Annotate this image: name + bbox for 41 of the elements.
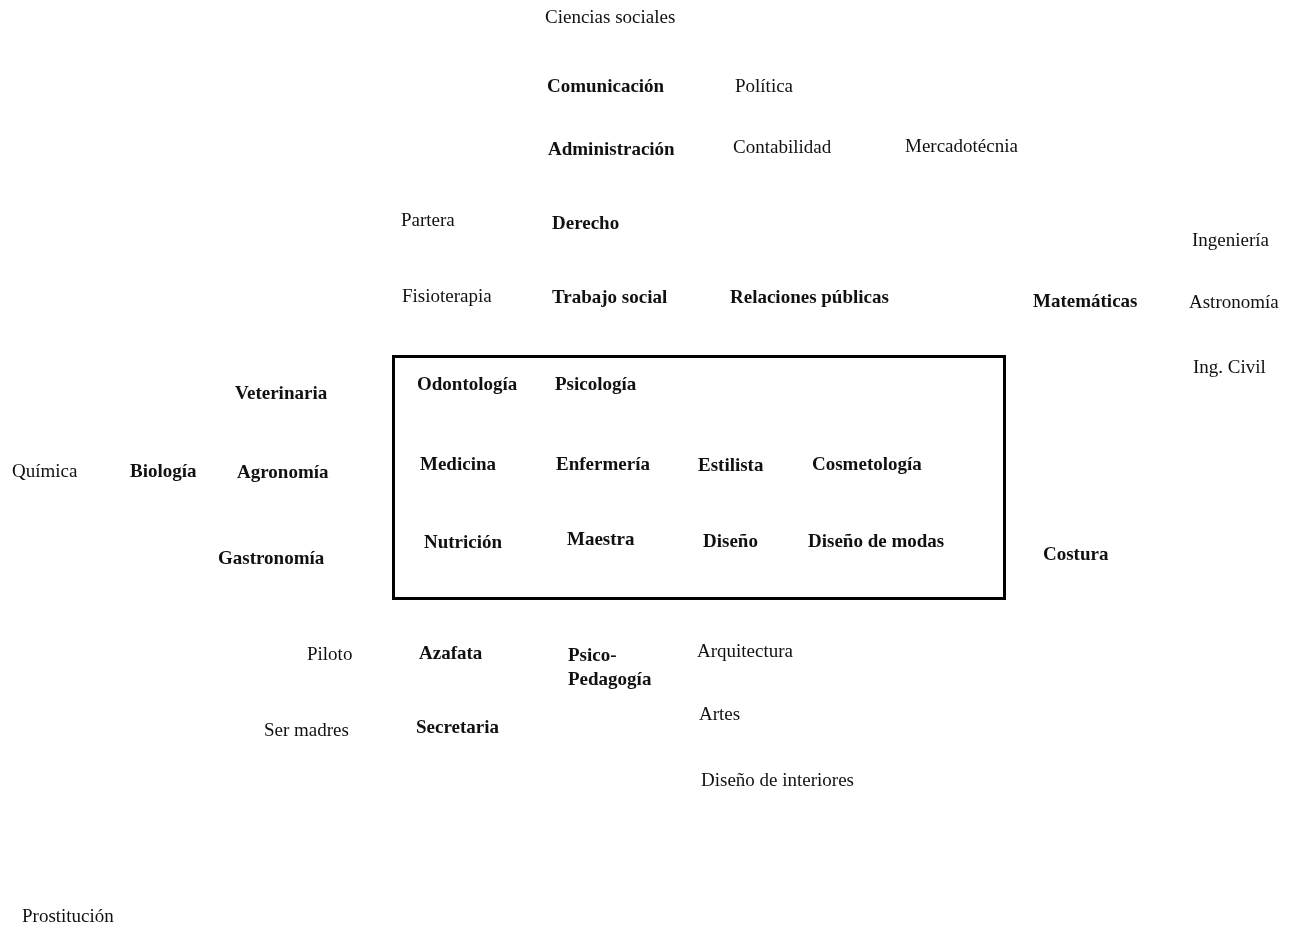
- career-name: Química: [12, 459, 78, 483]
- career-name: Gastronomía: [218, 546, 325, 570]
- career-name: Artes: [699, 702, 741, 726]
- career-name: Cosmetología: [812, 452, 922, 476]
- career-name: Fisioterapia: [402, 284, 492, 308]
- career-name: Maestra: [567, 527, 635, 551]
- career-name: Derecho: [552, 211, 620, 235]
- career-name: Relaciones públicas: [730, 285, 889, 309]
- career-name: Biología: [130, 459, 197, 483]
- career-name: Azafata: [419, 641, 483, 665]
- frame-box: [392, 355, 1006, 600]
- career-name: Astronomía: [1189, 290, 1279, 314]
- career-name: Ing. Civil: [1193, 355, 1266, 379]
- career-name: Veterinaria: [235, 381, 328, 405]
- career-name: Política: [735, 74, 794, 98]
- career-name: Partera: [401, 208, 455, 232]
- career-name: Contabilidad: [733, 135, 832, 159]
- career-name: Mercadotécnia: [905, 134, 1018, 158]
- career-name: Administración: [548, 137, 675, 161]
- career-name: Prostitución: [22, 904, 114, 928]
- career-name: Nutrición: [424, 530, 503, 554]
- career-name: Costura: [1043, 542, 1109, 566]
- career-name: Agronomía: [237, 460, 329, 484]
- career-name: Trabajo social: [552, 285, 668, 309]
- career-name: Arquitectura: [697, 639, 793, 663]
- career-name: Comunicación: [547, 74, 665, 98]
- career-name: Ciencias sociales: [545, 5, 676, 29]
- career-name: Enfermería: [556, 452, 650, 476]
- career-name: Ingeniería: [1192, 228, 1269, 252]
- career-name: Medicina: [420, 452, 496, 476]
- career-name: Psicología: [555, 372, 637, 396]
- career-name: Diseño: [703, 529, 758, 553]
- career-name: Diseño de interiores: [701, 768, 854, 792]
- career-name: Psico- Pedagogía: [568, 643, 653, 691]
- career-name: Matemáticas: [1033, 289, 1138, 313]
- career-name: Secretaria: [416, 715, 499, 739]
- career-name: Piloto: [307, 642, 353, 666]
- career-name: Estilista: [698, 453, 764, 477]
- career-name: Ser madres: [264, 718, 349, 742]
- career-name: Diseño de modas: [808, 529, 945, 553]
- career-name: Odontología: [417, 372, 518, 396]
